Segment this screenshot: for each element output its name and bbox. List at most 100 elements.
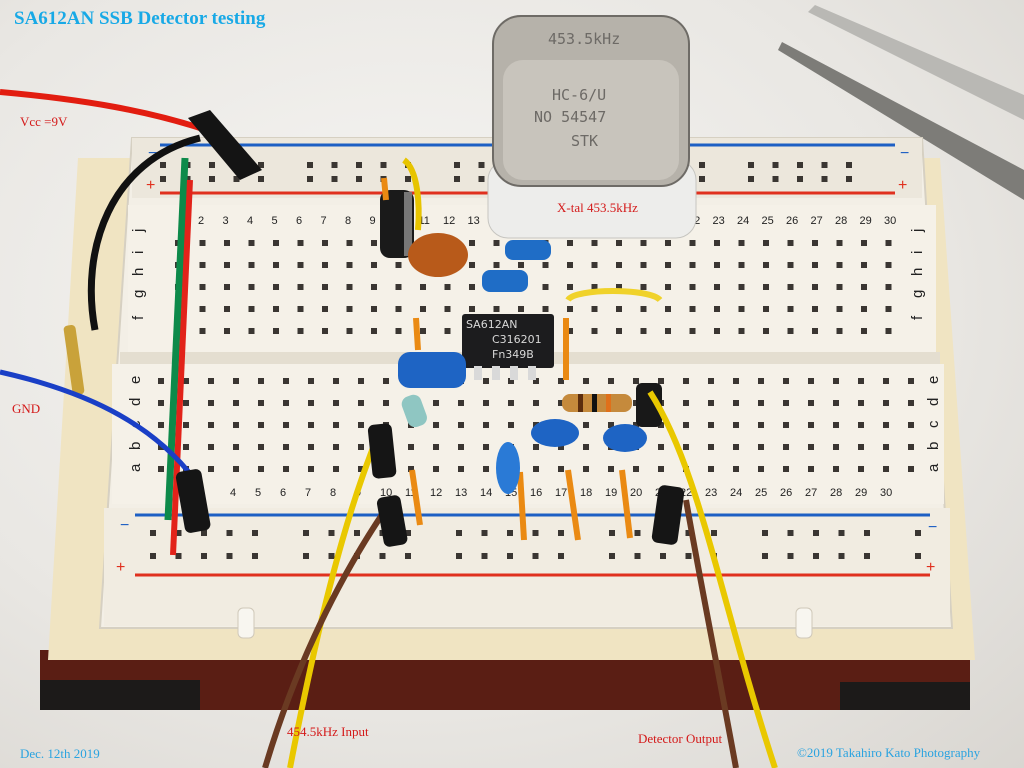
input-probe-1 — [367, 423, 397, 479]
crystal-marking-3: STK — [571, 132, 598, 150]
rail-hole — [201, 530, 207, 536]
rail-hole — [481, 553, 488, 559]
hole — [665, 328, 671, 334]
column-number: 30 — [884, 215, 896, 227]
hole — [258, 422, 264, 428]
hole — [444, 284, 451, 290]
hole — [783, 378, 789, 384]
hole — [640, 306, 647, 312]
hole — [683, 444, 689, 450]
hole — [458, 444, 464, 450]
rail-hole — [258, 176, 264, 182]
hole — [346, 240, 353, 246]
hole — [738, 284, 745, 290]
hole — [708, 422, 714, 428]
rail-hole — [160, 162, 166, 168]
rail-hole — [328, 553, 335, 559]
hole — [758, 466, 764, 472]
hole — [591, 284, 598, 290]
rail-hole — [634, 553, 641, 559]
output-brown-wire — [683, 499, 739, 768]
hole — [883, 400, 889, 406]
rail-hole — [532, 553, 539, 559]
bottom-rail-minus-right: − — [928, 519, 937, 536]
column-number: 25 — [755, 487, 767, 499]
rail-hole — [634, 530, 641, 536]
ic-marking-2: C316201 — [492, 333, 542, 346]
hole — [608, 466, 614, 472]
hole — [861, 328, 867, 334]
hole — [812, 284, 818, 290]
row-letter: j — [130, 229, 147, 233]
rail-hole — [558, 553, 564, 559]
hole — [763, 262, 769, 268]
column-number: 27 — [805, 487, 817, 499]
column-number: 23 — [705, 487, 717, 499]
hole — [199, 240, 206, 246]
hole — [689, 284, 696, 290]
hole — [567, 262, 573, 268]
hole — [333, 444, 339, 450]
hole — [763, 328, 769, 334]
hole — [733, 466, 739, 472]
hole — [583, 466, 589, 472]
hole — [787, 262, 794, 268]
hole — [714, 328, 720, 334]
hole — [858, 378, 864, 384]
column-number: 10 — [380, 487, 392, 499]
hole — [297, 284, 304, 290]
row-letter: b — [127, 442, 144, 450]
hole — [483, 422, 489, 428]
column-number: 6 — [280, 487, 286, 499]
hole — [346, 284, 353, 290]
hole — [583, 378, 589, 384]
hole — [224, 262, 230, 268]
column-number: 17 — [555, 487, 567, 499]
ic-marking-3: Fn349B — [492, 348, 534, 361]
top-rail-minus-right: − — [900, 145, 909, 162]
rail-hole — [699, 176, 705, 182]
hole — [738, 262, 745, 268]
rail-hole — [252, 530, 258, 536]
hole — [358, 378, 364, 384]
hole — [787, 284, 794, 290]
hole — [858, 422, 864, 428]
hole — [783, 444, 789, 450]
resistor-band-1 — [578, 394, 583, 412]
row-letter: f — [909, 315, 926, 320]
hole — [567, 306, 573, 312]
hole — [833, 466, 839, 472]
blue-capacitor-1 — [505, 240, 551, 260]
hole — [258, 378, 264, 384]
row-letter: e — [127, 376, 144, 384]
hole — [812, 306, 818, 312]
rail-hole — [233, 176, 240, 182]
rail-hole — [150, 553, 156, 559]
hole — [608, 422, 614, 428]
hole — [322, 262, 328, 268]
input-probe-2 — [376, 495, 408, 547]
hole — [297, 240, 304, 246]
rail-hole — [558, 530, 564, 536]
hole — [433, 422, 439, 428]
hole — [633, 378, 639, 384]
rail-hole — [160, 176, 166, 182]
hole — [689, 306, 696, 312]
hole — [908, 444, 914, 450]
hole — [248, 284, 255, 290]
rail-hole — [685, 553, 692, 559]
rail-hole — [787, 553, 794, 559]
rail-hole — [864, 553, 870, 559]
hole — [733, 422, 739, 428]
peg-right — [795, 607, 813, 639]
hole — [158, 422, 164, 428]
hole — [783, 400, 789, 406]
orange-jumper-5 — [565, 469, 581, 541]
hole — [758, 378, 764, 384]
column-number: 8 — [330, 487, 336, 499]
column-number: 3 — [223, 215, 229, 227]
row-letter: b — [925, 442, 942, 450]
hole — [469, 240, 475, 246]
lower-hole-grid — [158, 378, 914, 472]
top-rail-minus: − — [148, 145, 157, 162]
